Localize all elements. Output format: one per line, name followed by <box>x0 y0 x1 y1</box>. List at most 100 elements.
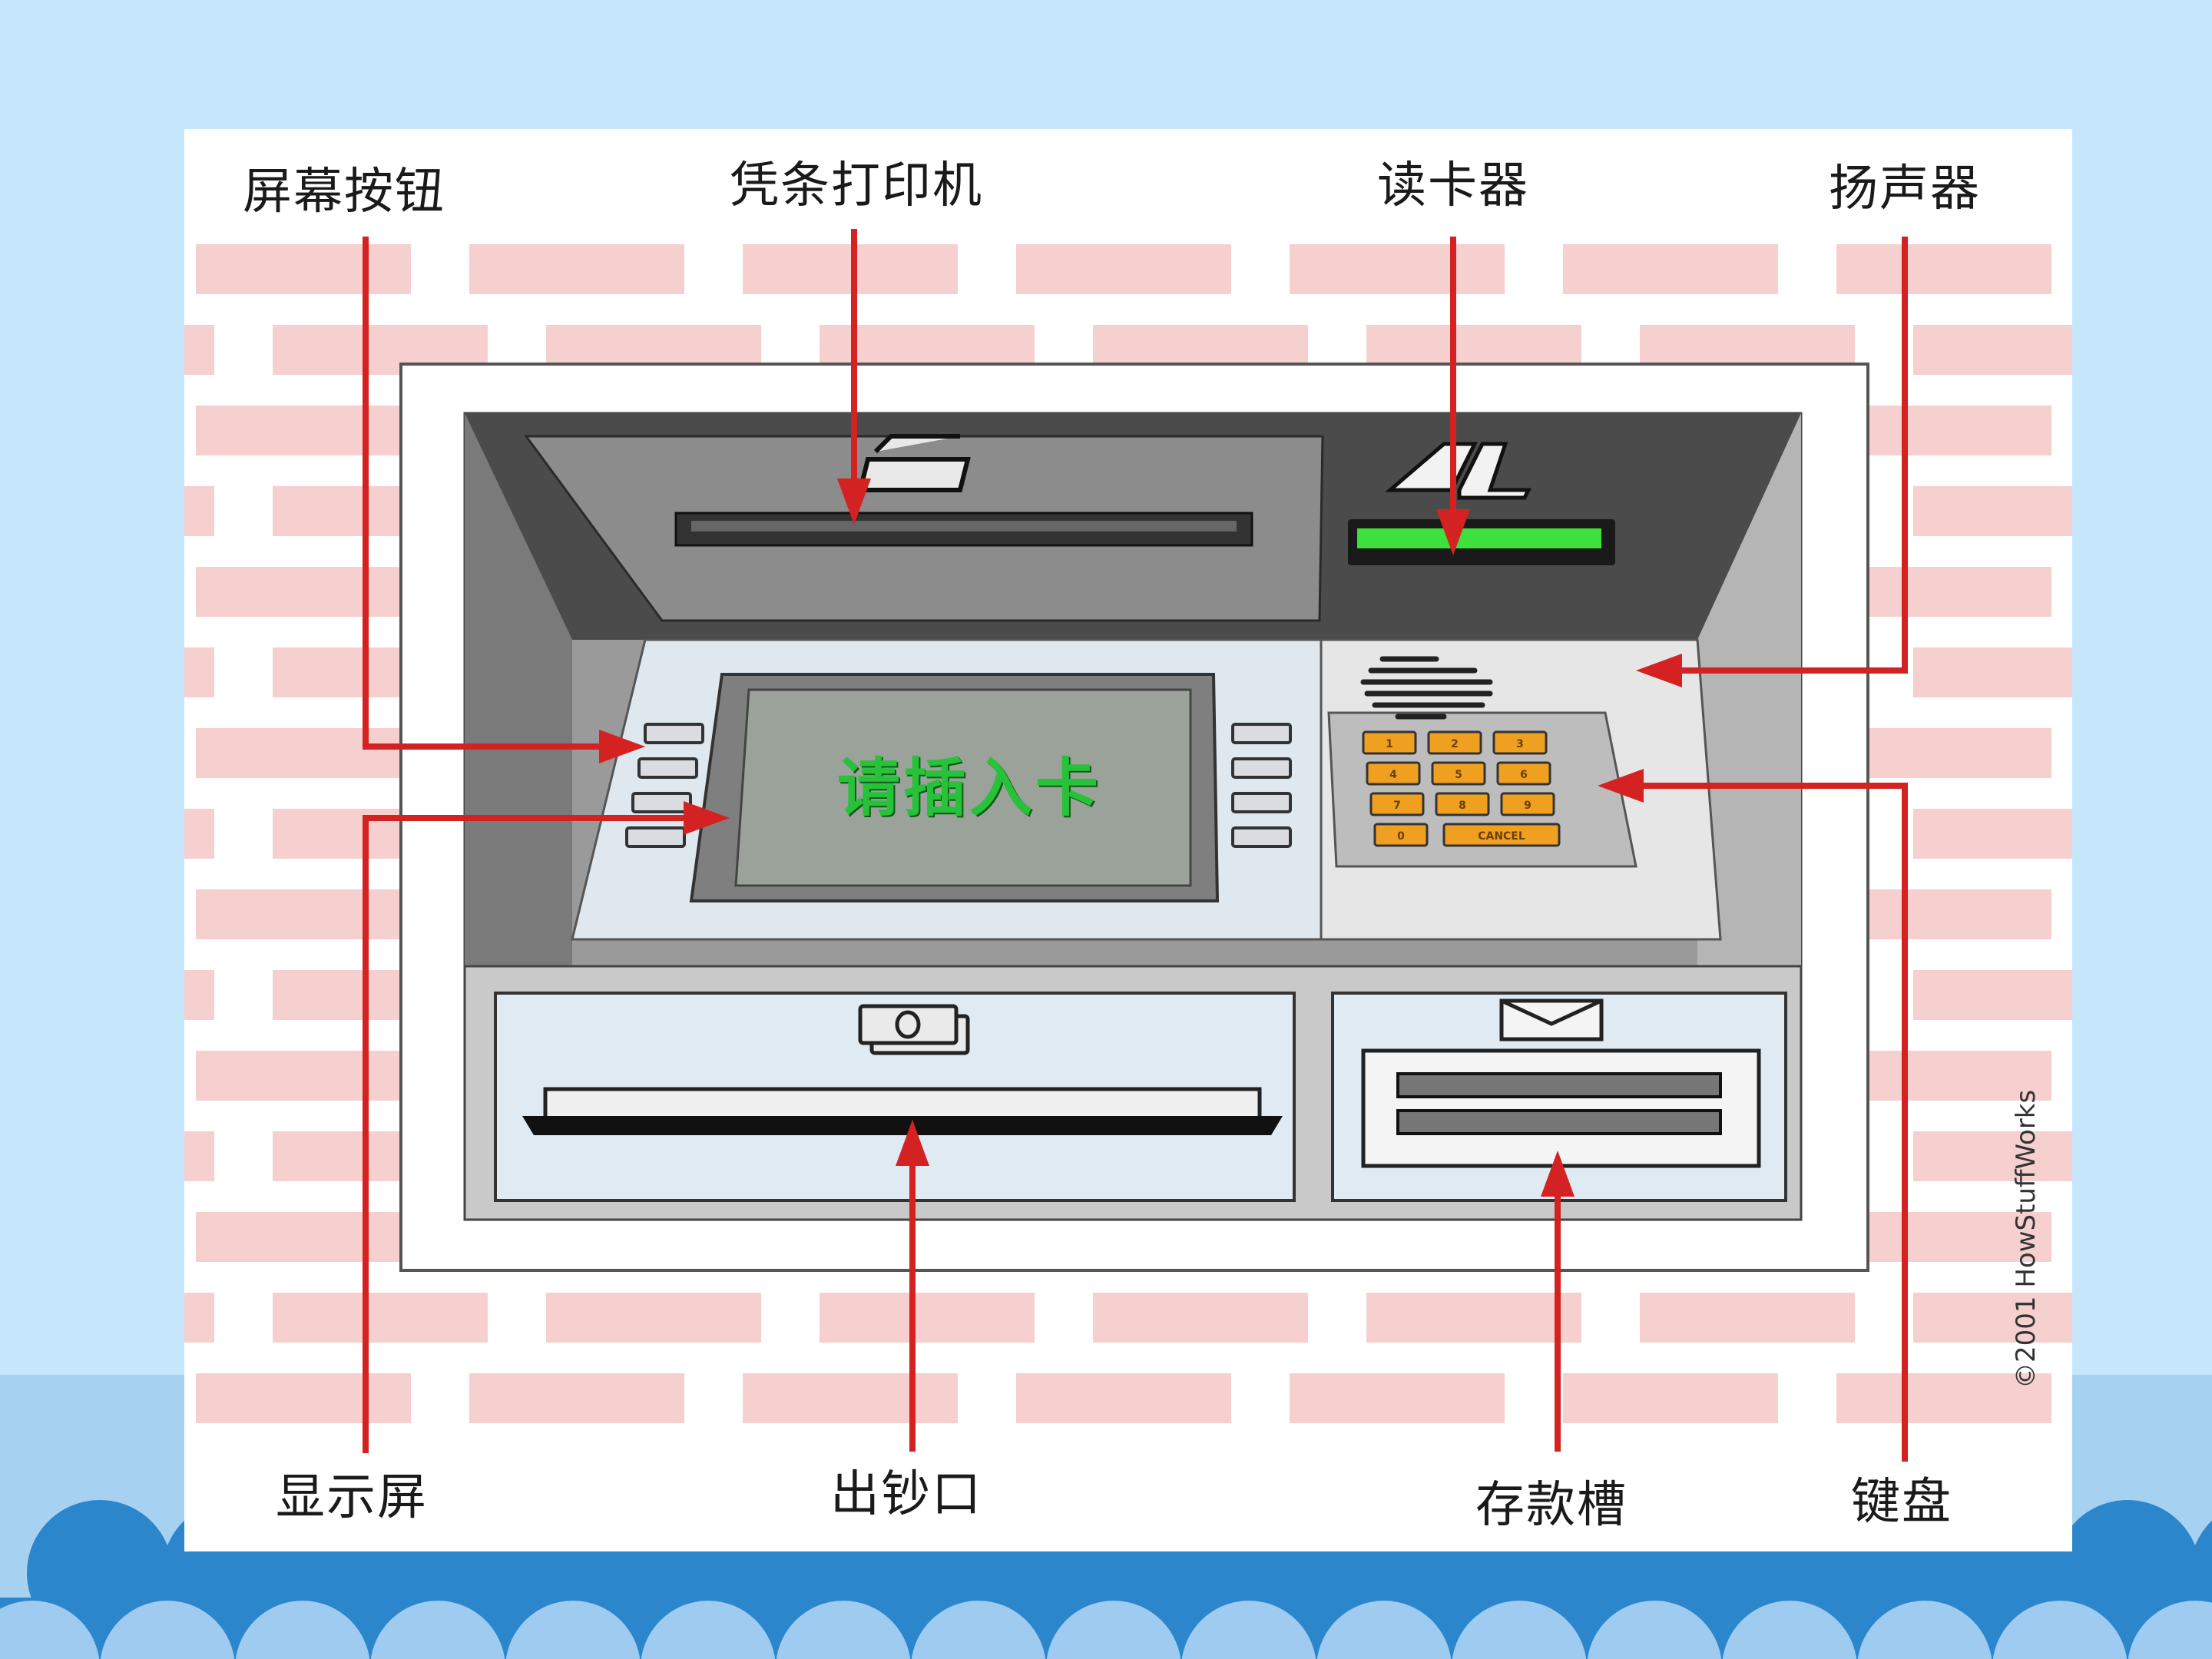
brick <box>1836 728 2051 778</box>
keypad-key-label: 1 <box>1386 738 1393 750</box>
brick <box>184 1131 214 1181</box>
brick <box>196 244 411 294</box>
keypad-key: 8 <box>1435 792 1490 816</box>
label-deposit-slot: 存款槽 <box>1475 1477 1628 1534</box>
wave-scallop <box>235 1601 370 1659</box>
brick <box>1836 1373 2051 1423</box>
brick <box>184 647 214 697</box>
brick <box>196 1373 411 1423</box>
wave-scallop <box>1181 1601 1316 1659</box>
speaker-grille <box>1360 656 1493 720</box>
brick <box>1366 1293 1581 1343</box>
brick <box>184 970 214 1020</box>
brick <box>184 809 214 859</box>
brick <box>196 1051 411 1101</box>
brick <box>1093 1293 1308 1343</box>
brick <box>546 1293 761 1343</box>
screen-buttons-right <box>1231 723 1292 848</box>
brick <box>1913 1131 2072 1181</box>
cash-slot <box>522 1116 1283 1135</box>
brick <box>184 486 214 536</box>
brick <box>196 567 411 617</box>
keypad-key-label: 3 <box>1516 738 1524 750</box>
brick <box>743 1373 958 1423</box>
wave-scallop <box>1722 1601 1857 1659</box>
brick <box>184 325 214 375</box>
callout-line <box>1651 237 1908 674</box>
brick <box>184 1293 214 1343</box>
keypad-key-label: 4 <box>1389 769 1397 781</box>
keypad-key: 9 <box>1500 792 1555 816</box>
brick <box>1640 1293 1855 1343</box>
copyright-credit: ©2001 HowStuffWorks <box>2011 1089 2041 1389</box>
arrowhead <box>599 730 645 763</box>
keypad-key: 4 <box>1366 761 1421 786</box>
brick <box>1913 809 2072 859</box>
label-card-reader: 读卡器 <box>1377 157 1529 214</box>
arrowhead <box>1636 654 1682 687</box>
keypad-key: 6 <box>1496 761 1551 786</box>
brick <box>743 244 958 294</box>
keypad-key-label: 7 <box>1393 800 1401 812</box>
brick <box>196 406 411 455</box>
brick <box>1913 1293 2072 1343</box>
brick <box>1913 486 2072 536</box>
brick <box>820 1293 1035 1343</box>
brick <box>1290 244 1505 294</box>
brick <box>1836 406 2051 455</box>
brick <box>196 1212 411 1262</box>
callout-arrowheads <box>599 478 1682 1197</box>
wave-scallop <box>505 1601 641 1659</box>
callout-line <box>363 237 630 750</box>
keypad-key: 7 <box>1369 792 1425 816</box>
card-reader <box>1348 442 1615 565</box>
card-slot-light <box>1357 528 1601 548</box>
arrowhead <box>1598 769 1644 803</box>
brick <box>1913 970 2072 1020</box>
wave-scallop <box>100 1601 235 1659</box>
wave-scallop <box>641 1601 776 1659</box>
wave-scallop <box>370 1601 505 1659</box>
arrowhead <box>896 1120 929 1166</box>
brick <box>1836 244 2051 294</box>
brick <box>1913 647 2072 697</box>
keypad-key: 1 <box>1362 730 1417 755</box>
arrowhead <box>1541 1151 1575 1197</box>
callout-arrows <box>363 229 1908 1462</box>
brick <box>1563 244 1778 294</box>
brick <box>1290 1373 1505 1423</box>
keypad-key: 3 <box>1492 730 1548 755</box>
brick <box>1563 1373 1778 1423</box>
label-receipt-printer: 凭条打印机 <box>730 157 983 214</box>
keypad-key: 0 <box>1373 823 1429 847</box>
envelope-icon <box>1499 998 1604 1041</box>
keypad-key-label: 5 <box>1455 769 1462 781</box>
brick <box>1836 567 2051 617</box>
screen-buttons-left <box>625 723 704 848</box>
brick <box>469 1373 684 1423</box>
brick <box>273 1293 488 1343</box>
brick <box>196 889 411 939</box>
brick <box>1836 1212 2051 1262</box>
label-screen-buttons: 屏幕按钮 <box>243 164 445 220</box>
callout-line <box>1613 783 1908 1462</box>
brick <box>1836 1051 2051 1101</box>
keypad-key-label: 6 <box>1520 769 1528 781</box>
wave-scallop <box>776 1601 911 1659</box>
keypad-key-label: 9 <box>1524 800 1532 812</box>
callout-line <box>363 815 714 1453</box>
wave-scallop <box>1587 1601 1722 1659</box>
wave-scallop <box>1992 1601 2128 1659</box>
screen-message: 请插入卡 <box>836 752 1102 825</box>
cash-icon <box>858 1004 970 1055</box>
wave-scallop <box>0 1601 100 1659</box>
wave-scallop <box>1046 1601 1181 1659</box>
wave-scallop <box>1452 1601 1587 1659</box>
wave-scallop <box>1316 1601 1452 1659</box>
label-display-screen: 显示屏 <box>276 1469 428 1526</box>
keypad-key-label: 0 <box>1397 830 1405 843</box>
wave-scallop <box>1857 1601 1992 1659</box>
brick <box>469 244 684 294</box>
